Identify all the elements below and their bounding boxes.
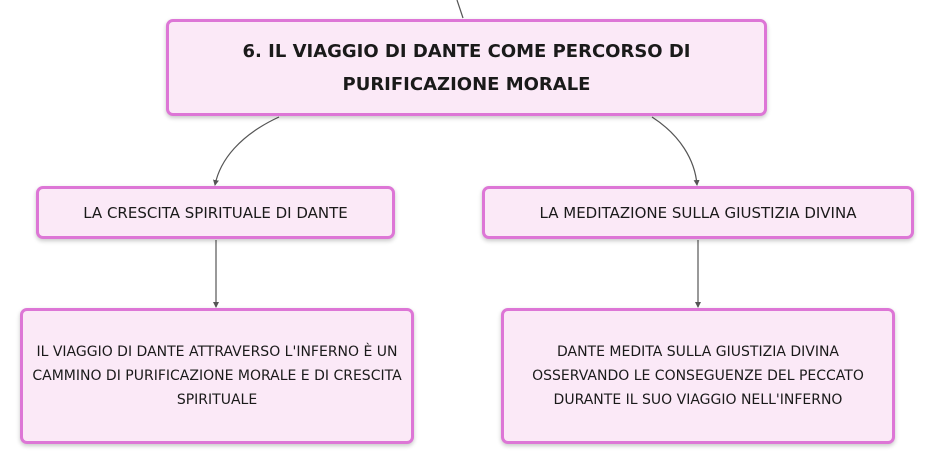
leaf-node-spiritual-growth[interactable]: IL VIAGGIO DI DANTE ATTRAVERSO L'INFERNO… <box>20 308 414 444</box>
leaf-node-label: IL VIAGGIO DI DANTE ATTRAVERSO L'INFERNO… <box>32 344 402 408</box>
branch-node-label: LA MEDITAZIONE SULLA GIUSTIZIA DIVINA <box>539 203 857 222</box>
connector-root-to-right-branch <box>651 116 700 186</box>
branch-node-divine-justice[interactable]: LA MEDITAZIONE SULLA GIUSTIZIA DIVINA <box>482 186 914 239</box>
leaf-node-label: DANTE MEDITA SULLA GIUSTIZIA DIVINA OSSE… <box>532 344 864 408</box>
branch-node-label: LA CRESCITA SPIRITUALE DI DANTE <box>83 203 348 222</box>
connector-root-to-left-branch <box>213 116 280 186</box>
branch-node-spiritual-growth[interactable]: LA CRESCITA SPIRITUALE DI DANTE <box>36 186 395 239</box>
connector-from-parent <box>456 0 464 19</box>
root-node[interactable]: 6. IL VIAGGIO DI DANTE COME PERCORSO DI … <box>166 19 767 116</box>
leaf-node-divine-justice[interactable]: DANTE MEDITA SULLA GIUSTIZIA DIVINA OSSE… <box>501 308 895 444</box>
root-node-label: 6. IL VIAGGIO DI DANTE COME PERCORSO DI … <box>242 40 691 95</box>
